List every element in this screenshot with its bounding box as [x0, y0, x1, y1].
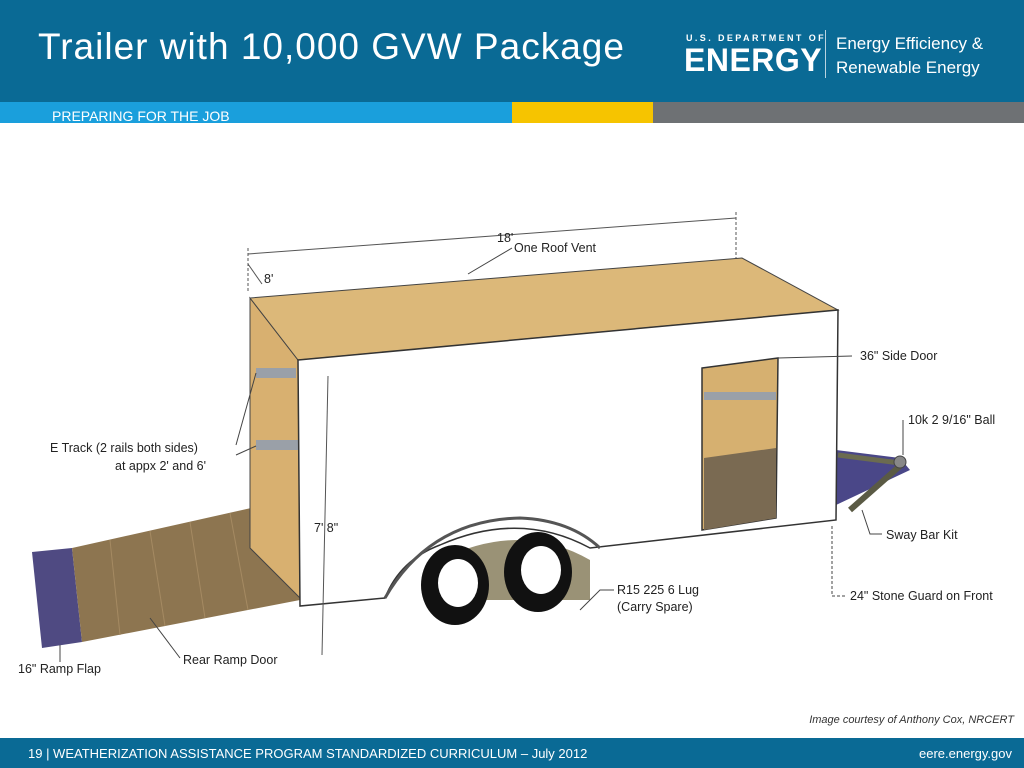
label-sway-bar: Sway Bar Kit — [886, 528, 958, 542]
label-tires-line-1: R15 225 6 Lug — [617, 583, 699, 597]
label-ball: 10k 2 9/16" Ball — [908, 413, 995, 427]
doe-dept-line: U.S. DEPARTMENT OF — [686, 33, 827, 43]
ramp-plank-line — [109, 539, 121, 636]
sway-bar — [848, 463, 902, 513]
wheel-fender — [383, 516, 602, 599]
label-ramp-flap: 16" Ramp Flap — [18, 662, 101, 676]
ramp-plank-line — [189, 521, 206, 619]
e-track-lower — [256, 440, 298, 450]
length-dimension-line — [247, 217, 737, 255]
ramp-plank-line — [229, 512, 249, 611]
side-door-e-track — [704, 392, 776, 400]
stripe-gray — [653, 102, 1024, 123]
ramp-flap — [32, 548, 82, 648]
side-door-leader — [777, 355, 853, 359]
label-side-door: 36" Side Door — [860, 349, 937, 363]
footer-bar: 19 | WEATHERIZATION ASSISTANCE PROGRAM S… — [0, 738, 1024, 768]
footer-curriculum: 19 | WEATHERIZATION ASSISTANCE PROGRAM S… — [28, 746, 588, 761]
label-rear-ramp: Rear Ramp Door — [183, 653, 277, 667]
e-track-upper — [256, 368, 296, 378]
label-tires-line-2: (Carry Spare) — [617, 600, 693, 614]
tongue-bar — [837, 452, 901, 466]
label-roof-vent: One Roof Vent — [514, 241, 597, 255]
rear-ramp-door — [72, 502, 300, 642]
ramp-plank-line — [149, 530, 166, 627]
sway-bar-leader — [861, 509, 882, 535]
wheel-rear — [504, 532, 572, 612]
label-stone-guard: 24" Stone Guard on Front — [850, 589, 993, 603]
e-track-leader-upper — [235, 372, 257, 446]
e-track-leader-lower — [235, 445, 257, 456]
height-dimension-line — [321, 375, 329, 656]
image-credit: Image courtesy of Anthony Cox, NRCERT — [809, 714, 1014, 726]
logo-divider — [825, 30, 826, 78]
eere-line-1: Energy Efficiency & — [836, 34, 984, 53]
stone-guard-leader — [831, 525, 845, 597]
tires-leader — [579, 589, 614, 611]
side-door-floor — [704, 448, 776, 530]
page-title: Trailer with 10,000 GVW Package — [38, 26, 625, 67]
stripe-blue — [0, 102, 512, 123]
footer-website: eere.energy.gov — [919, 746, 1012, 761]
label-height: 7' 8" — [314, 521, 338, 535]
label-e-track-line-1: E Track (2 rails both sides) — [50, 441, 198, 455]
label-width: 8' — [264, 272, 273, 286]
roof-vent-leader — [467, 247, 513, 275]
label-e-track-line-2: at appx 2' and 6' — [115, 459, 206, 473]
width-dimension-line — [247, 263, 263, 285]
stripe-yellow — [512, 102, 653, 123]
header-bar: Trailer with 10,000 GVW Package U.S. DEP… — [0, 0, 1024, 102]
label-length: 18' — [497, 231, 513, 245]
wheel-front — [421, 545, 489, 625]
trailer-diagram: 18' One Roof Vent 8' 36" Side Door 10k 2… — [18, 212, 995, 676]
hitch-ball — [893, 455, 907, 469]
section-label: PREPARING FOR THE JOB — [52, 108, 230, 124]
doe-energy-wordmark: ENERGY — [684, 42, 823, 78]
eere-line-2: Renewable Energy — [836, 58, 980, 77]
rear-ramp-leader — [149, 617, 181, 659]
